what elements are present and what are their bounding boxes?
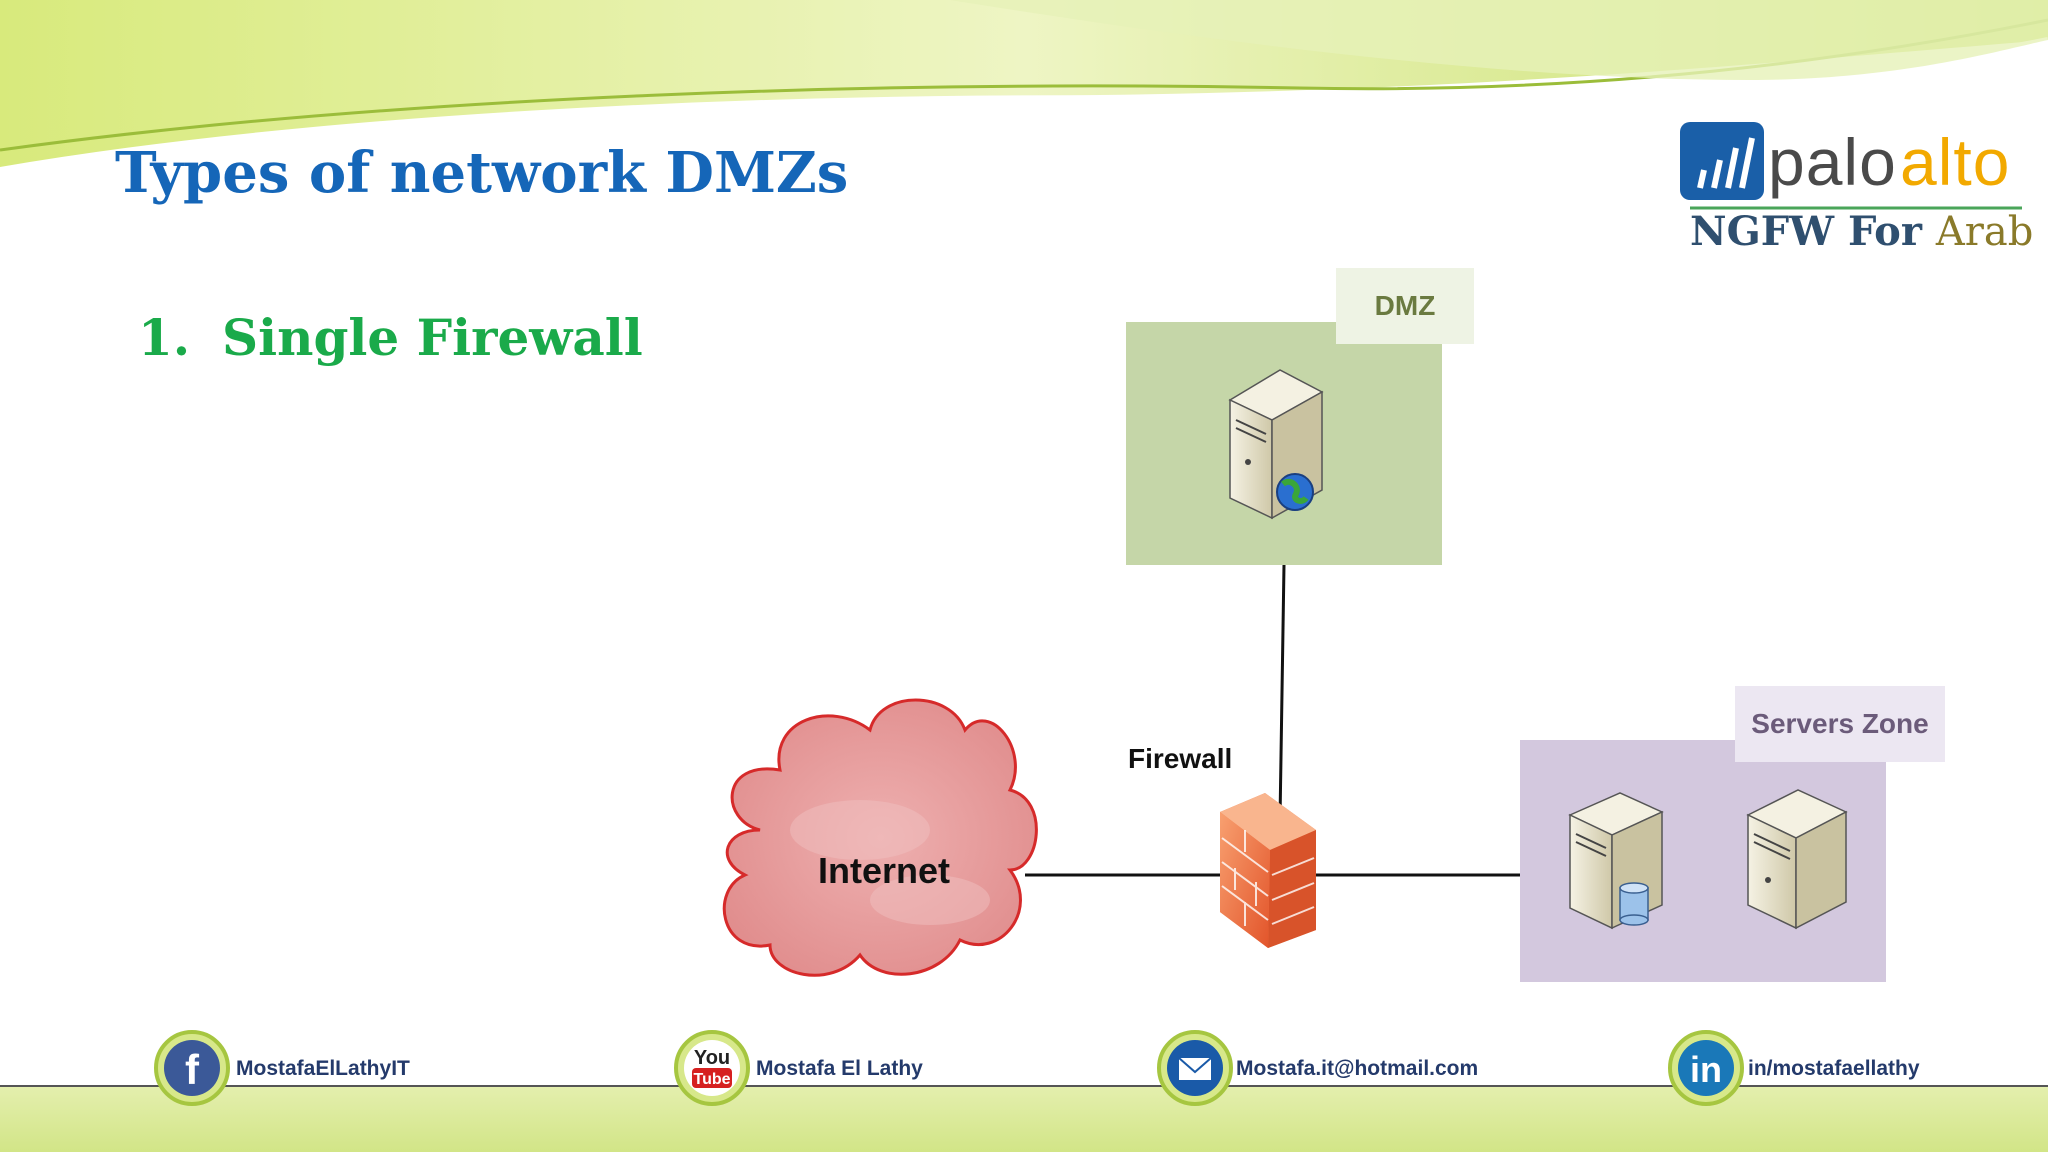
svg-text:You: You [694,1047,730,1069]
slide-title: Types of network DMZs [115,140,849,206]
database-server-icon [1568,792,1664,930]
server-icon [1746,789,1848,930]
youtube-icon: You Tube [674,1030,750,1106]
facebook-icon: f [154,1030,230,1106]
footer-email: Mostafa.it@hotmail.com [1236,1057,1479,1080]
logo-word-palo: palo [1768,125,1897,199]
list-number: 1. [138,308,191,367]
dmz-link [1278,564,1286,821]
logo-tagline-accent: Arab [1935,209,2034,255]
web-server-icon [1228,369,1324,520]
svg-text:Tube: Tube [693,1071,730,1088]
footer-facebook: MostafaElLathyIT [236,1057,410,1080]
paloalto-logo-mark [1680,122,2022,210]
top-banner [0,0,2048,173]
firewall-icon [1220,793,1316,948]
svg-text:f: f [185,1046,200,1093]
firewall-label: Firewall [1128,743,1233,774]
cloud-icon [722,698,1038,977]
servers-zone-label: Servers Zone [1735,686,1945,762]
footer-youtube: Mostafa El Lathy [756,1057,923,1080]
logo-tagline-main: NGFW For [1690,208,1922,255]
email-icon [1157,1030,1233,1106]
bottom-banner [0,1085,2048,1152]
dmz-label: DMZ [1336,268,1474,344]
logo-word-alto: alto [1900,125,2011,199]
linkedin-icon: in [1668,1030,1744,1106]
internet-label: Internet [818,850,951,891]
svg-text:in: in [1690,1049,1722,1090]
logo-tagline: NGFW For Arab [1690,208,2033,255]
list-item-single-firewall: Single Firewall [222,308,643,367]
footer-linkedin: in/mostafaellathy [1748,1057,1920,1080]
